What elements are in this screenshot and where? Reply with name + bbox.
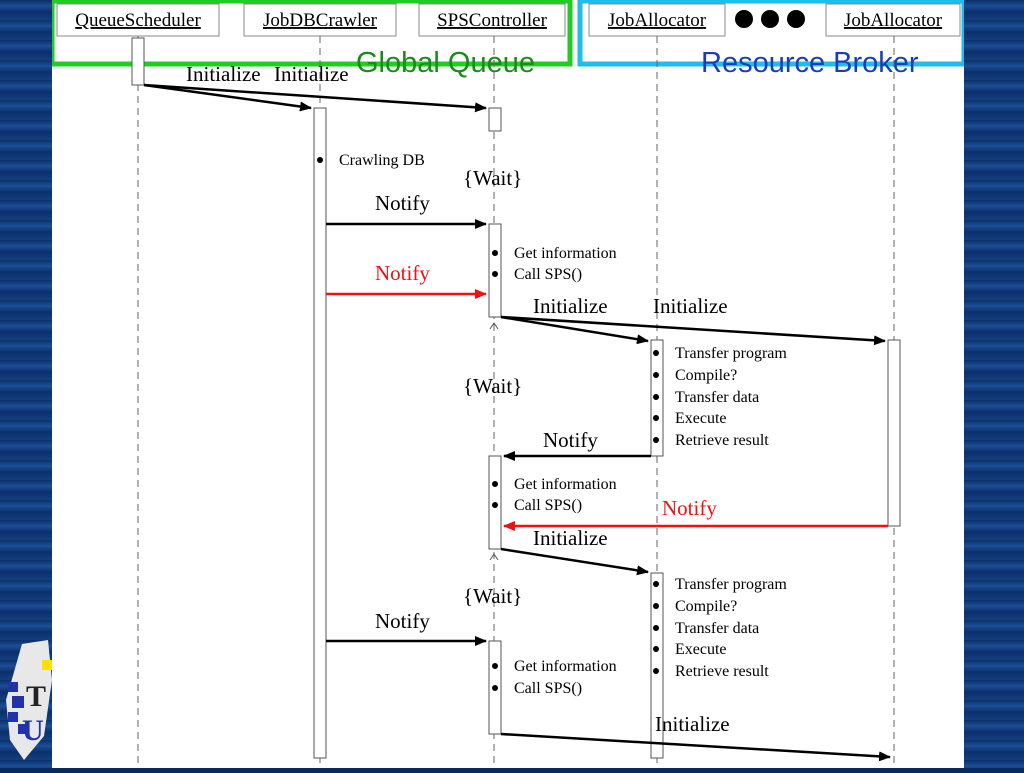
- svg-text:U: U: [22, 714, 44, 747]
- activation-bars: [131, 37, 901, 759]
- message-initialize: Initialize: [653, 294, 728, 318]
- message-arrows: [143, 83, 891, 762]
- activity-transfer-program: Transfer program: [675, 576, 787, 593]
- participant-job-allocator-2: JobAllocator: [825, 3, 961, 37]
- message-initialize: Initialize: [186, 62, 261, 86]
- svg-text:T: T: [26, 680, 46, 713]
- activity-retrieve-result: Retrieve result: [675, 432, 769, 449]
- activity-bullets: [317, 157, 659, 691]
- message-initialize: Initialize: [274, 62, 349, 86]
- activity-compile: Compile?: [675, 367, 737, 384]
- global-queue-group: [49, 0, 573, 67]
- message-notify-red: Notify: [662, 496, 717, 520]
- activity-retrieve-result: Retrieve result: [675, 663, 769, 680]
- return-carets: [489, 322, 499, 561]
- activity-execute: Execute: [675, 410, 727, 427]
- activity-transfer-data: Transfer data: [675, 389, 759, 406]
- global-queue-label: Global Queue: [356, 47, 535, 79]
- activity-call-sps: Call SPS(): [514, 680, 582, 697]
- message-initialize: Initialize: [533, 294, 608, 318]
- message-notify-red: Notify: [375, 261, 430, 285]
- activity-call-sps: Call SPS(): [514, 266, 582, 283]
- ellipsis-icon: [735, 10, 805, 28]
- participant-label: JobAllocator: [844, 10, 943, 31]
- activity-call-sps: Call SPS(): [514, 497, 582, 514]
- participant-queue-scheduler: QueueScheduler: [56, 3, 220, 37]
- slide-canvas: QueueScheduler JobDBCrawler SPSControlle…: [49, 0, 967, 768]
- activity-get-information: Get information: [514, 476, 617, 493]
- message-initialize: Initialize: [533, 526, 608, 550]
- red-message-arrows: [326, 289, 888, 531]
- activity-compile: Compile?: [675, 598, 737, 615]
- activity-execute: Execute: [675, 641, 727, 658]
- wait-label: {Wait}: [463, 374, 522, 398]
- university-logo-icon: T U: [6, 640, 52, 760]
- wait-label: {Wait}: [463, 584, 522, 608]
- message-notify: Notify: [375, 191, 430, 215]
- message-notify: Notify: [543, 428, 598, 452]
- participant-label: JobAllocator: [608, 10, 707, 31]
- activity-transfer-data: Transfer data: [675, 620, 759, 637]
- message-notify: Notify: [375, 609, 430, 633]
- background-stripes-right: [964, 0, 1024, 768]
- participant-job-db-crawler: JobDBCrawler: [243, 3, 397, 37]
- activity-get-information: Get information: [514, 245, 617, 262]
- activity-transfer-program: Transfer program: [675, 345, 787, 362]
- background-stripes-left: [0, 0, 60, 768]
- message-initialize: Initialize: [655, 712, 730, 736]
- participant-label: QueueScheduler: [75, 10, 201, 31]
- participant-job-allocator-1: JobAllocator: [588, 3, 726, 37]
- resource-broker-label: Resource Broker: [701, 47, 919, 79]
- participant-label: JobDBCrawler: [263, 10, 378, 31]
- wait-label: {Wait}: [463, 166, 522, 190]
- participant-sps-controller: SPSController: [418, 3, 566, 37]
- participant-label: SPSController: [437, 10, 547, 31]
- activity-get-information: Get information: [514, 658, 617, 675]
- activity-crawling-db: Crawling DB: [339, 152, 425, 169]
- sequence-diagram: QueueScheduler JobDBCrawler SPSControlle…: [49, 0, 967, 768]
